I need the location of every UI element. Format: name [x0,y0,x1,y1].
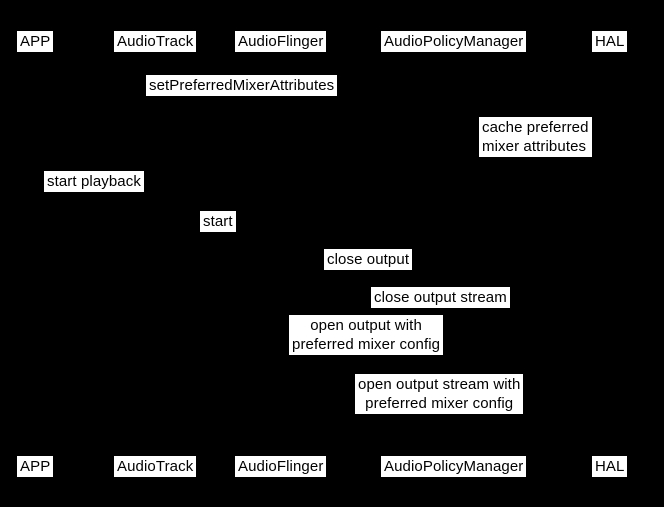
participant-bottom-audiotrack: AudioTrack [114,456,197,477]
message-open-output-stream-with-preferred-mixer-config: open output stream with preferred mixer … [355,374,524,414]
participant-bottom-hal: HAL [592,456,628,477]
participant-top-hal: HAL [592,31,628,52]
participant-bottom-audioflinger: AudioFlinger [235,456,327,477]
participant-top-audiotrack: AudioTrack [114,31,197,52]
participant-top-app: APP [17,31,54,52]
message-cache-preferred-mixer-attributes: cache preferred mixer attributes [479,117,592,157]
participant-bottom-audiopolicymanager: AudioPolicyManager [381,456,527,477]
message-close-output: close output [324,249,413,270]
message-open-output-with-preferred-mixer-config: open output with preferred mixer config [289,315,444,355]
participant-bottom-app: APP [17,456,54,477]
participant-top-audioflinger: AudioFlinger [235,31,327,52]
message-close-output-stream: close output stream [371,287,510,308]
message-set-preferred-mixer-attributes: setPreferredMixerAttributes [146,75,338,96]
participant-top-audiopolicymanager: AudioPolicyManager [381,31,527,52]
message-start: start [200,211,236,232]
message-start-playback: start playback [44,171,144,192]
